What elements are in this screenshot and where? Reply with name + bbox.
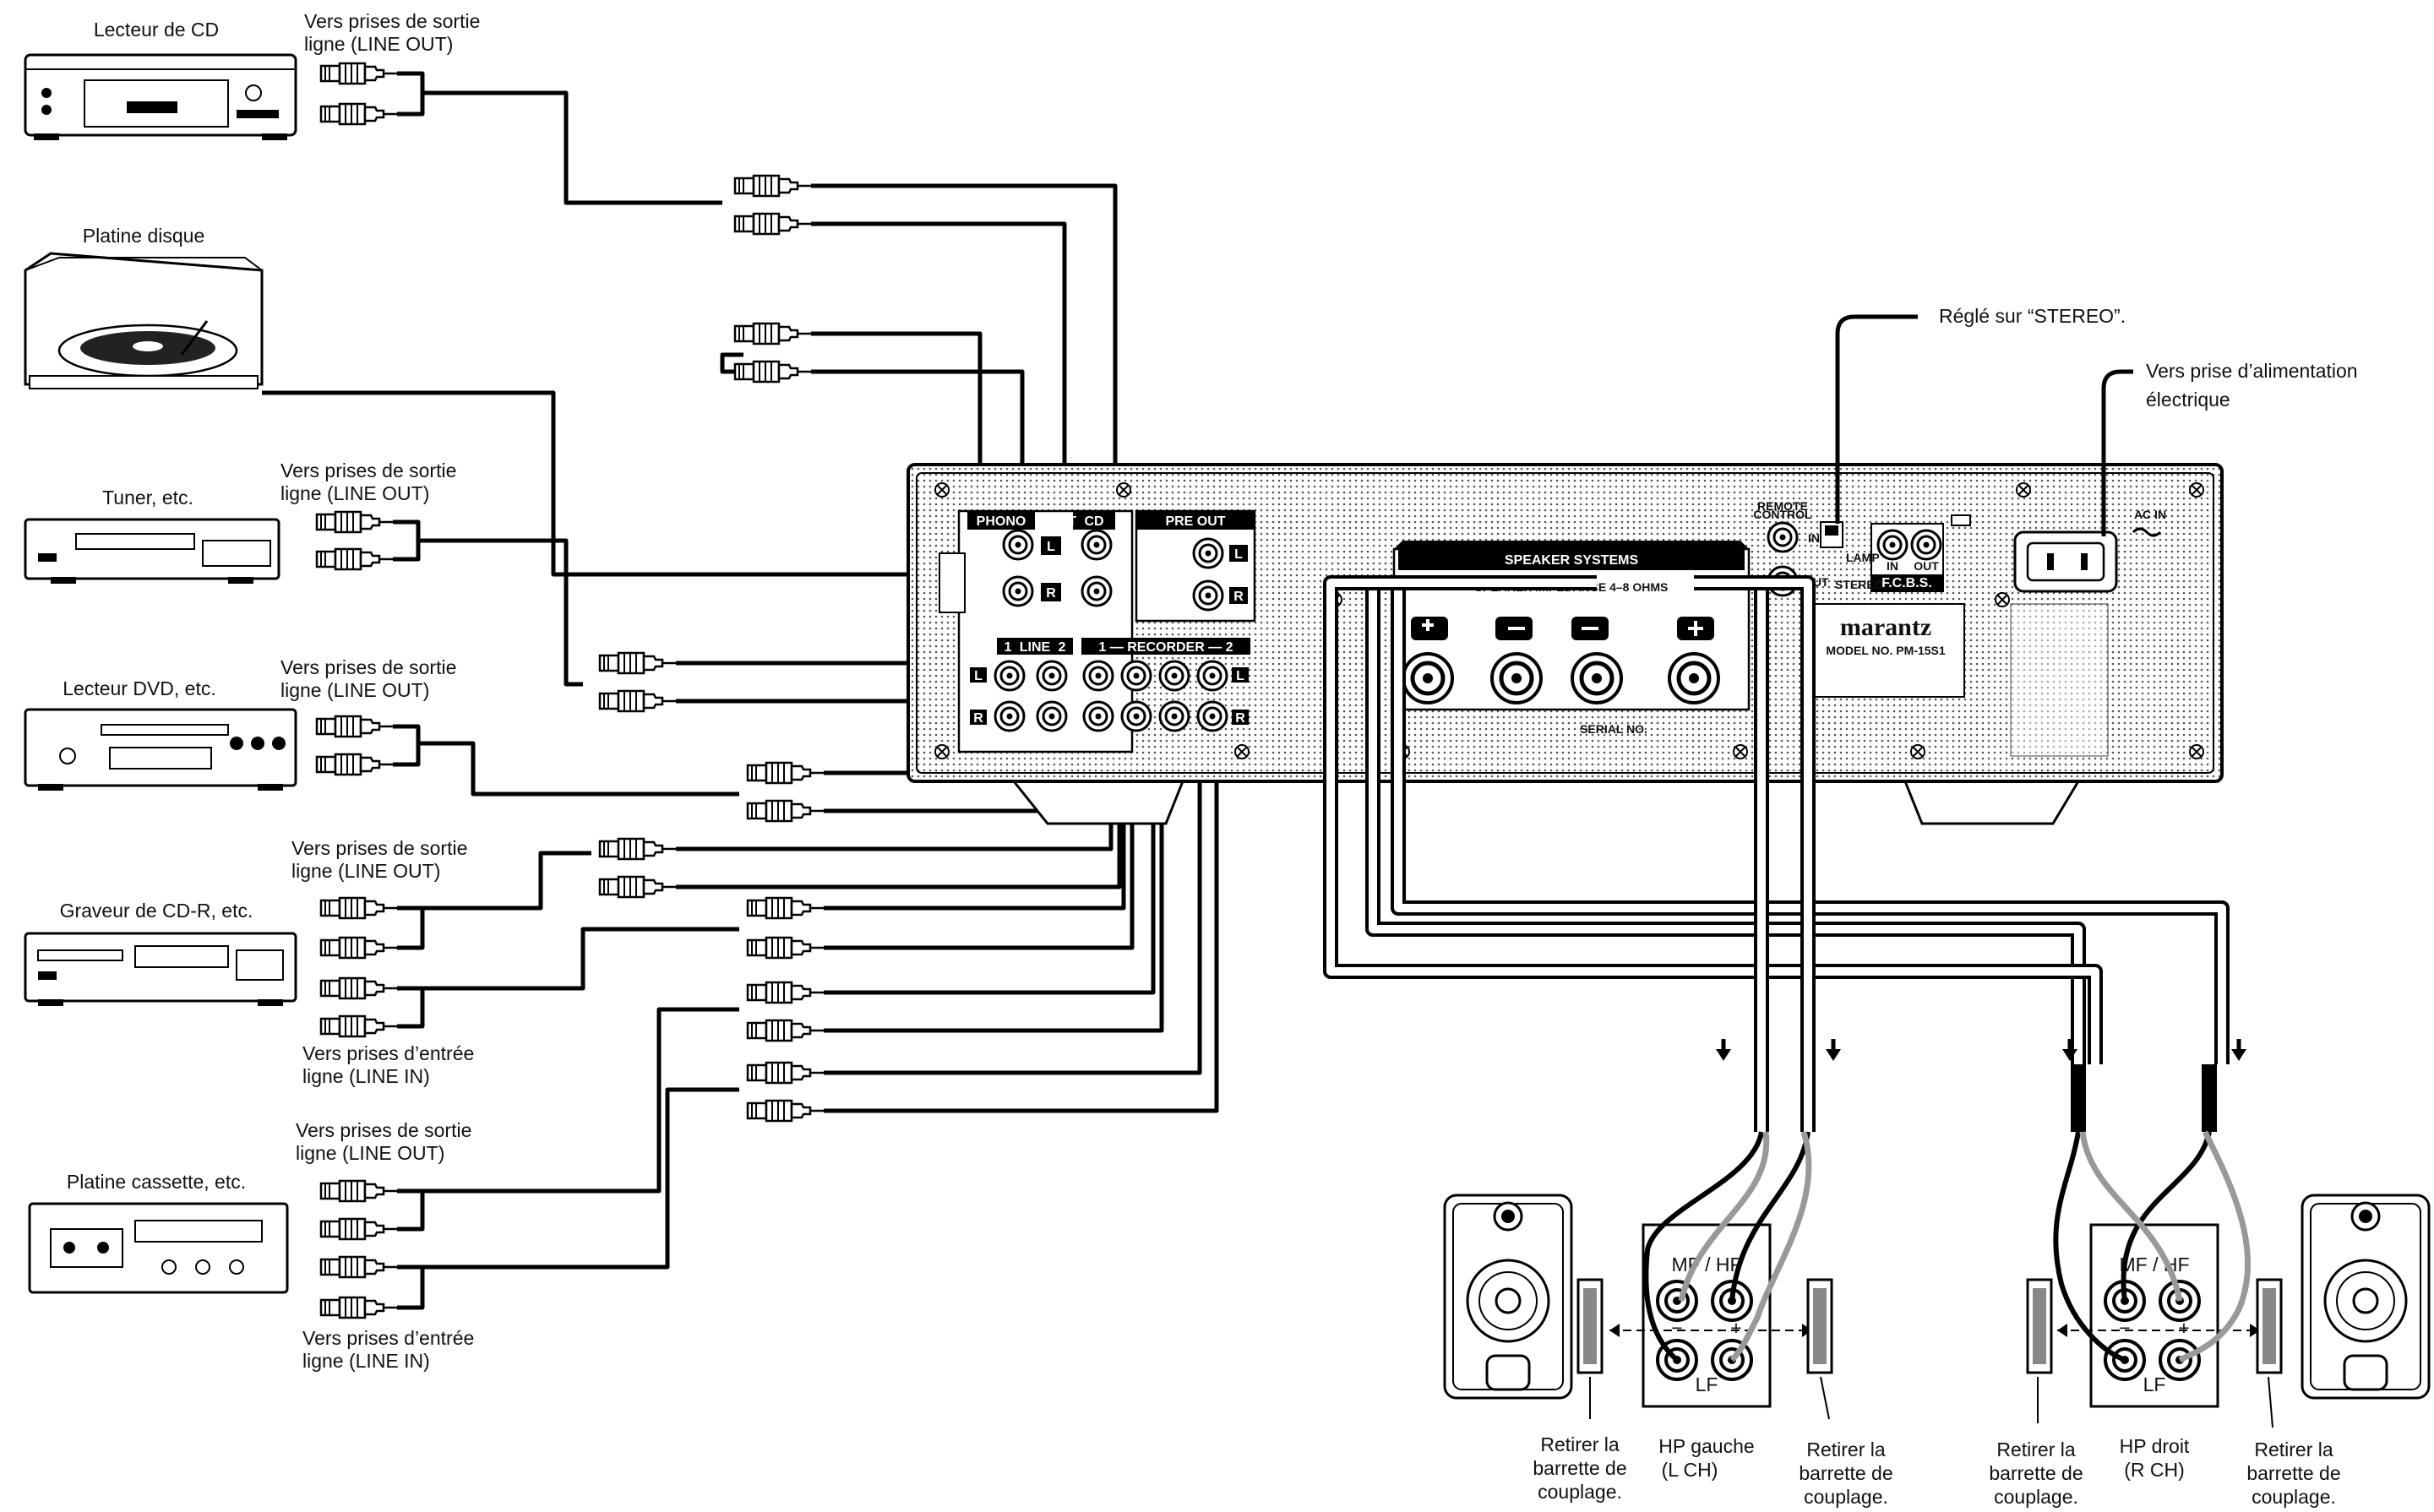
callout-power-2: électrique	[2146, 389, 2230, 411]
panel-phono: PHONO	[977, 514, 1026, 529]
panel-stereo: STEREO	[1835, 578, 1884, 591]
signal-cables	[262, 71, 1219, 1310]
callout-lines	[1835, 314, 2133, 536]
cdr-note-out-1: Vers prises de sortie	[291, 837, 467, 859]
cassette-note-out-1: Vers prises de sortie	[296, 1119, 471, 1141]
panel-line: LINE	[1020, 640, 1051, 655]
panel-remote-in: IN	[1808, 531, 1820, 545]
right-plus: +	[2178, 1317, 2189, 1339]
panel-serial-no: SERIAL NO.	[1580, 722, 1647, 736]
left-speaker-terminals	[1609, 1223, 1812, 1408]
terminal-polarity-icons	[1422, 619, 1703, 636]
amplifier-rear-panel	[907, 463, 2224, 825]
cassette-deck	[28, 1202, 289, 1294]
panel-recorder: 1 — RECORDER — 2	[1098, 640, 1233, 655]
tuner-note-1: Vers prises de sortie	[280, 460, 456, 481]
left-bar-b-3: couplage.	[1804, 1486, 1888, 1508]
dvd-player	[24, 708, 297, 791]
panel-cd-r: R	[1046, 586, 1056, 601]
right-bar-a-3: couplage.	[1994, 1486, 2078, 1508]
right-bar-a-2: barrette de	[1989, 1462, 2083, 1484]
cassette-note-in-1: Vers prises d’entrée	[302, 1327, 474, 1349]
cdr-note-in-1: Vers prises d’entrée	[302, 1042, 474, 1064]
panel-ac-in: AC IN	[2134, 508, 2166, 521]
left-mfhf: MF / HF	[1671, 1254, 1741, 1275]
right-bar-a-1: Retirer la	[1996, 1439, 2076, 1460]
dvd-player-note-1: Vers prises de sortie	[280, 656, 456, 678]
down-arrows	[1716, 1039, 2246, 1061]
left-speaker	[1443, 1194, 1573, 1400]
panel-line-1: 1	[1005, 640, 1012, 655]
callout-power-1: Vers prise d’alimentation	[2146, 360, 2358, 382]
panel-line-l: L	[974, 669, 983, 683]
cd-player	[24, 53, 297, 140]
right-speaker-label-2: (R CH)	[2124, 1459, 2185, 1481]
callout-stereo: Réglé sur “STEREO”.	[1939, 305, 2126, 327]
cassette-deck-label: Platine cassette, etc.	[67, 1171, 246, 1193]
left-bar-a-2: barrette de	[1533, 1457, 1626, 1479]
panel-fcbs-in: IN	[1887, 559, 1898, 573]
left-bar-a-3: couplage.	[1538, 1481, 1622, 1503]
cd-player-note-2: ligne (LINE OUT)	[304, 33, 453, 55]
panel-input: INPUT	[1036, 514, 1076, 529]
panel-preout-r: R	[1233, 590, 1244, 604]
cdr-note-out-2: ligne (LINE OUT)	[291, 860, 440, 882]
speaker-cables	[1323, 575, 2230, 1132]
left-plus: +	[1730, 1317, 1741, 1339]
panel-model: MODEL NO. PM-15S1	[1826, 644, 1946, 657]
panel-pre-out: PRE OUT	[1165, 514, 1225, 529]
turntable	[24, 252, 264, 389]
right-speaker	[2301, 1194, 2431, 1400]
right-bars	[2026, 1278, 2283, 1428]
dvd-player-label: Lecteur DVD, etc.	[63, 677, 216, 699]
tuner-note-2: ligne (LINE OUT)	[280, 482, 429, 504]
panel-rec-r: R	[1235, 711, 1245, 726]
left-bar-a-1: Retirer la	[1540, 1433, 1620, 1455]
panel-cd: CD	[1084, 514, 1103, 529]
right-bar-b-2: barrette de	[2246, 1462, 2340, 1484]
brand-logo: marantz	[1840, 613, 1931, 641]
tuner	[24, 518, 280, 584]
panel-preout-l: L	[1234, 547, 1243, 562]
left-bar-b-2: barrette de	[1799, 1462, 1892, 1484]
tuner-label: Tuner, etc.	[102, 487, 193, 509]
cd-player-note-1: Vers prises de sortie	[304, 10, 480, 32]
left-speaker-label-2: (L CH)	[1662, 1459, 1718, 1481]
left-minus: −	[1671, 1317, 1682, 1339]
cd-player-label: Lecteur de CD	[94, 19, 219, 41]
right-speaker-terminals	[2057, 1223, 2260, 1408]
right-lf: LF	[2143, 1373, 2166, 1395]
panel-speaker-systems: SPEAKER SYSTEMS	[1505, 553, 1639, 568]
panel-line-2: 2	[1059, 640, 1066, 655]
panel-rec-l: L	[1236, 669, 1244, 683]
right-mfhf: MF / HF	[2119, 1254, 2189, 1275]
right-bar-b-1: Retirer la	[2254, 1439, 2333, 1460]
turntable-label: Platine disque	[83, 225, 205, 247]
left-speaker-wires	[1643, 1130, 1812, 1362]
panel-line-r: R	[973, 711, 983, 726]
right-minus: −	[2119, 1317, 2130, 1339]
cdr-recorder	[24, 932, 297, 1006]
cassette-note-in-2: ligne (LINE IN)	[302, 1350, 430, 1372]
right-bar-b-3: couplage.	[2252, 1486, 2336, 1508]
cdr-note-in-2: ligne (LINE IN)	[302, 1065, 430, 1087]
left-bars	[1576, 1278, 1833, 1420]
right-speaker-label-1: HP droit	[2120, 1435, 2190, 1457]
left-speaker-label-1: HP gauche	[1658, 1435, 1754, 1457]
dvd-player-note-2: ligne (LINE OUT)	[280, 679, 429, 701]
panel-remote-2: CONTROL	[1753, 508, 1812, 521]
panel-cd-l: L	[1047, 540, 1055, 554]
left-lf: LF	[1696, 1373, 1718, 1395]
cassette-note-out-2: ligne (LINE OUT)	[296, 1142, 444, 1164]
panel-remote-1: REMOTE	[1757, 499, 1808, 513]
right-speaker-wires	[2053, 1130, 2252, 1363]
left-bar-b-1: Retirer la	[1806, 1439, 1886, 1460]
panel-fcbs: F.C.B.S.	[1881, 576, 1932, 590]
cdr-recorder-label: Graveur de CD-R, etc.	[60, 900, 253, 922]
panel-fcbs-out: OUT	[1914, 559, 1939, 573]
panel-lamp: LAMP	[1846, 551, 1880, 564]
